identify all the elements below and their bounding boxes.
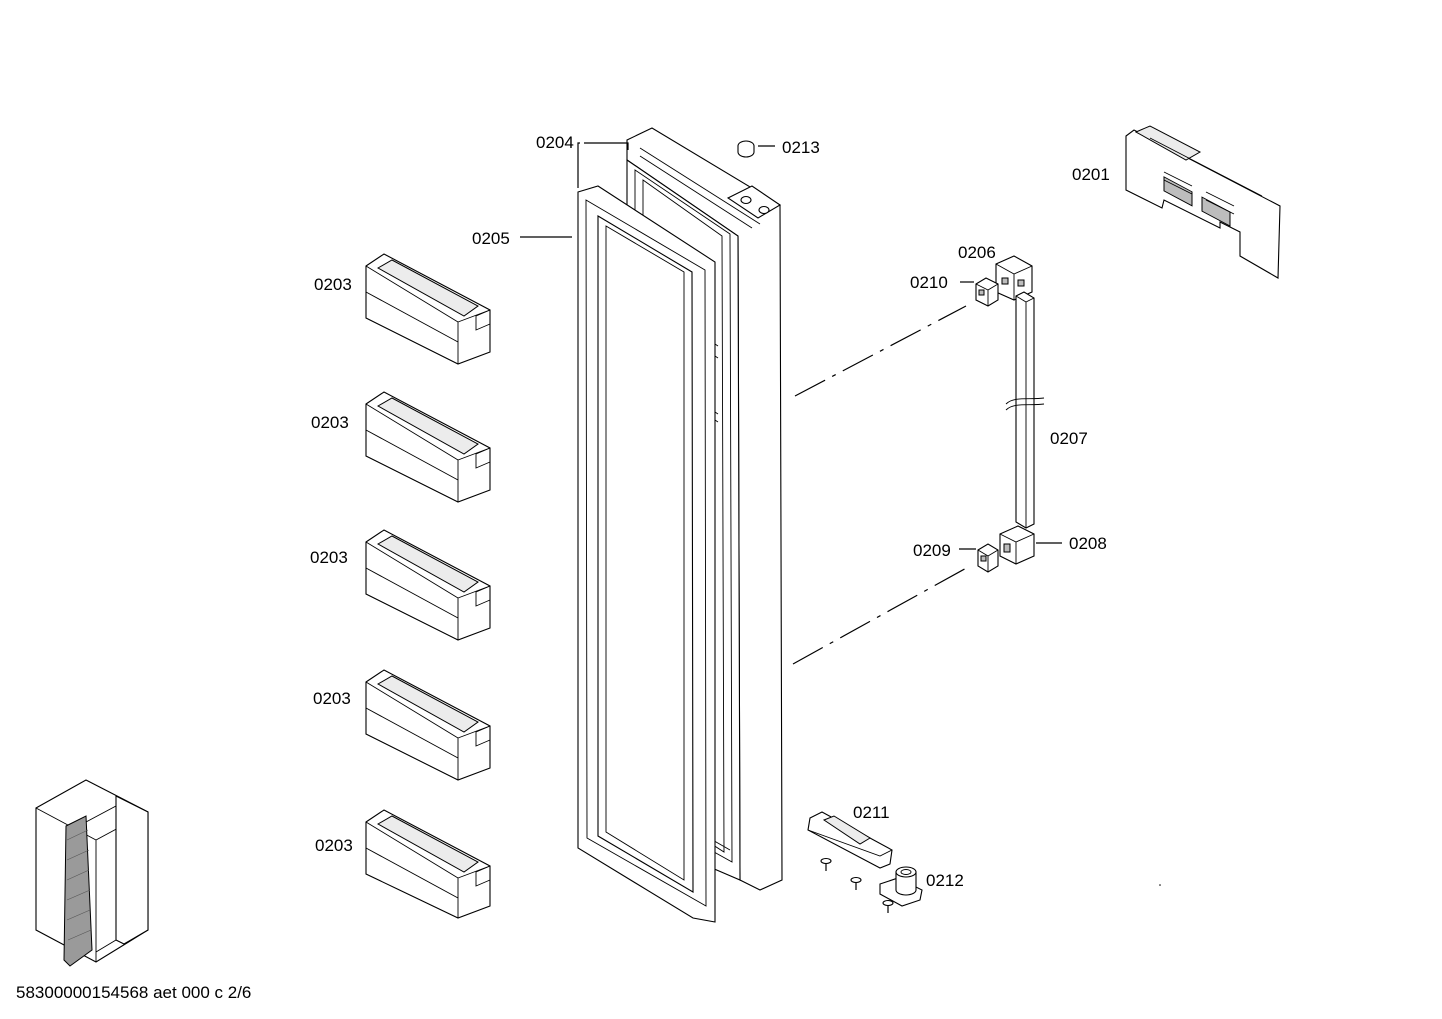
label-0210: 0210	[910, 273, 948, 292]
control-board	[1125, 125, 1281, 279]
vertical-strip	[1005, 291, 1045, 529]
cap-plug	[737, 140, 755, 158]
door-shelf-3	[365, 529, 491, 641]
label-0203-4: 0203	[313, 689, 351, 708]
label-0212: 0212	[926, 871, 964, 890]
label-0203-3: 0203	[310, 548, 348, 567]
door-gasket-frame	[577, 185, 716, 923]
label-0213: 0213	[782, 138, 820, 157]
stray-dot	[1159, 884, 1161, 886]
label-0203-2: 0203	[311, 413, 349, 432]
label-0207: 0207	[1050, 429, 1088, 448]
screw-2	[850, 876, 862, 890]
fridge-location-thumbnail	[35, 779, 149, 967]
alignment-line-bottom	[792, 565, 971, 665]
label-0209: 0209	[913, 541, 951, 560]
door-shelf-1	[365, 253, 491, 365]
label-0208: 0208	[1069, 534, 1107, 553]
highlighted-door	[63, 815, 93, 967]
alignment-line-top	[794, 305, 967, 397]
leader-lines	[520, 142, 1062, 550]
hinge-pin	[879, 866, 923, 907]
small-connector-bottom	[977, 543, 999, 573]
label-0211: 0211	[853, 803, 890, 822]
bottom-bracket	[999, 525, 1035, 565]
label-0206: 0206	[958, 243, 996, 262]
document-reference: 58300000154568 aet 000 c 2/6	[16, 983, 251, 1002]
hinge-plate	[807, 811, 893, 869]
door-shelf-2	[365, 391, 491, 503]
label-0203-5: 0203	[315, 836, 353, 855]
screw-1	[820, 857, 832, 871]
label-0201: 0201	[1072, 165, 1110, 184]
screw-3	[882, 899, 894, 913]
label-0204: 0204	[536, 133, 574, 152]
label-0205: 0205	[472, 229, 510, 248]
top-bracket	[995, 255, 1033, 301]
label-0203-1: 0203	[314, 275, 352, 294]
door-shelf-4	[365, 669, 491, 781]
door-shelf-5	[365, 809, 491, 919]
small-connector-top	[975, 277, 999, 307]
